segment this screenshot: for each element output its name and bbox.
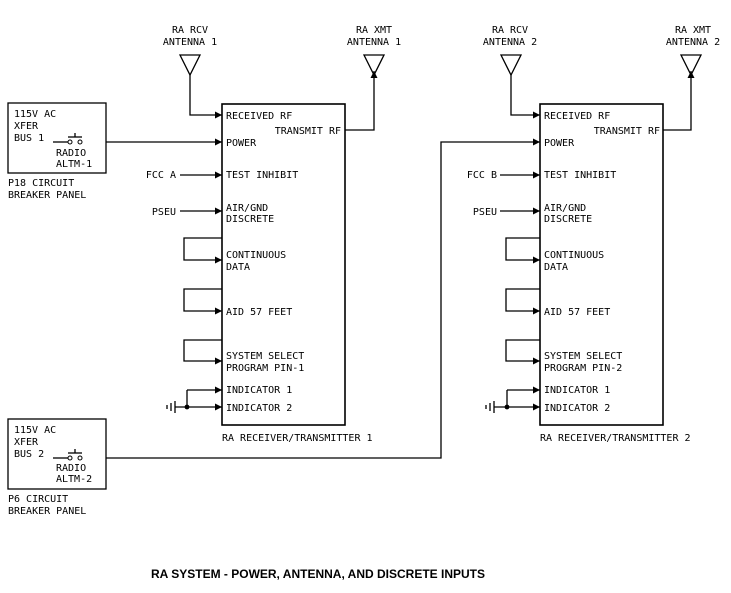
rt1-pin-power: POWER [226, 138, 257, 149]
rt1-pin-indicator-2: INDICATOR 2 [226, 403, 292, 414]
p6-panel-label-2: BREAKER PANEL [8, 506, 86, 517]
rt2-group: RA RCV ANTENNA 2 RA XMT ANTENNA 2 RECEIV… [106, 25, 720, 459]
rt2-pin-air-gnd-1: AIR/GND [544, 203, 586, 214]
xmt1-antenna-label-1: RA XMT [356, 25, 392, 36]
rt1-aid-jumper [183, 288, 222, 315]
rcv2-antenna-icon [499, 54, 540, 119]
p18-breaker-label-1: RADIO [56, 148, 86, 159]
rt1-pin-system-select-2: PROGRAM PIN-1 [226, 363, 304, 374]
p18-panel-box [7, 102, 107, 174]
rt2-pin-transmit-rf: TRANSMIT RF [594, 126, 660, 137]
p6-bus-line-3: BUS 2 [14, 449, 44, 460]
p18-panel-label-2: BREAKER PANEL [8, 190, 86, 201]
p18-breaker-panel: 115V AC XFER BUS 1 RADIO ALTM-1 P18 CIRC… [7, 102, 107, 201]
rt1-continuous-data-jumper [183, 237, 222, 264]
diagram-caption: RA SYSTEM - POWER, ANTENNA, AND DISCRETE… [151, 567, 485, 581]
xmt1-antenna-icon [345, 54, 386, 131]
rt1-pin-aid: AID 57 FEET [226, 307, 292, 318]
rt1-pin-received-rf: RECEIVED RF [226, 111, 292, 122]
rt1-pin-air-gnd-2: DISCRETE [226, 214, 274, 225]
xmt2-antenna-icon [663, 54, 703, 131]
rt2-pin-aid: AID 57 FEET [544, 307, 610, 318]
p6-bus-line-1: 115V AC [14, 425, 56, 436]
rt2-pseu-source: PSEU [473, 207, 497, 218]
rt2-pin-system-select-1: SYSTEM SELECT [544, 351, 622, 362]
rcv1-antenna-label-2: ANTENNA 1 [163, 37, 217, 48]
xmt2-antenna-label-2: ANTENNA 2 [666, 37, 720, 48]
p6-breaker-label-2: ALTM-2 [56, 474, 92, 485]
p18-bus-line-2: XFER [14, 121, 39, 132]
rt2-continuous-data-jumper [505, 237, 540, 264]
p6-breaker-panel: 115V AC XFER BUS 2 RADIO ALTM-2 P6 CIRCU… [7, 418, 107, 517]
rt2-pin-indicator-1: INDICATOR 1 [544, 385, 610, 396]
rt2-pin-test-inhibit: TEST INHIBIT [544, 170, 616, 181]
p18-breaker-label-2: ALTM-1 [56, 159, 92, 170]
rt2-fcc-source: FCC B [467, 170, 497, 181]
p18-bus-line-3: BUS 1 [14, 133, 44, 144]
p18-bus-line-1: 115V AC [14, 109, 56, 120]
xmt2-antenna-label-1: RA XMT [675, 25, 711, 36]
rt2-pin-received-rf: RECEIVED RF [544, 111, 610, 122]
rt1-system-select-jumper [183, 339, 222, 365]
rt2-system-select-jumper [505, 339, 540, 365]
rt1-pin-indicator-1: INDICATOR 1 [226, 385, 292, 396]
rt2-pin-system-select-2: PROGRAM PIN-2 [544, 363, 622, 374]
rt1-pseu-source: PSEU [152, 207, 176, 218]
rt1-box [221, 103, 346, 426]
rt1-group: RA RCV ANTENNA 1 RA XMT ANTENNA 1 RECEIV… [106, 25, 401, 444]
rt2-pin-continuous-data-1: CONTINUOUS [544, 250, 604, 261]
p6-circuit-breaker-icon [53, 449, 83, 461]
rt1-name: RA RECEIVER/TRANSMITTER 1 [222, 433, 373, 444]
rt2-pin-power: POWER [544, 138, 575, 149]
rt2-pin-air-gnd-2: DISCRETE [544, 214, 592, 225]
rt1-pin-transmit-rf: TRANSMIT RF [275, 126, 341, 137]
rcv1-antenna-icon [178, 54, 222, 119]
rt2-pin-continuous-data-2: DATA [544, 262, 568, 273]
rt2-power-wire [106, 138, 540, 459]
rt1-pin-continuous-data-2: DATA [226, 262, 250, 273]
xmt1-antenna-label-2: ANTENNA 1 [347, 37, 401, 48]
rt1-pin-continuous-data-1: CONTINUOUS [226, 250, 286, 261]
rt2-name: RA RECEIVER/TRANSMITTER 2 [540, 433, 691, 444]
p6-panel-box [7, 418, 107, 490]
p6-breaker-label-1: RADIO [56, 463, 86, 474]
rt2-box [539, 103, 664, 426]
rcv2-antenna-label-2: ANTENNA 2 [483, 37, 537, 48]
rt1-pin-test-inhibit: TEST INHIBIT [226, 170, 298, 181]
p6-panel-label-1: P6 CIRCUIT [8, 494, 68, 505]
rt2-aid-jumper [505, 288, 540, 315]
rt2-indicator-ground-icon [485, 386, 540, 413]
rt1-indicator-ground-icon [166, 386, 222, 413]
rcv1-antenna-label-1: RA RCV [172, 25, 208, 36]
p18-panel-label-1: P18 CIRCUIT [8, 178, 74, 189]
p18-circuit-breaker-icon [53, 133, 83, 145]
rt1-fcc-source: FCC A [146, 170, 176, 181]
p6-bus-line-2: XFER [14, 437, 39, 448]
rt2-pin-indicator-2: INDICATOR 2 [544, 403, 610, 414]
rt1-pin-system-select-1: SYSTEM SELECT [226, 351, 304, 362]
rt1-pin-air-gnd-1: AIR/GND [226, 203, 268, 214]
rcv2-antenna-label-1: RA RCV [492, 25, 528, 36]
